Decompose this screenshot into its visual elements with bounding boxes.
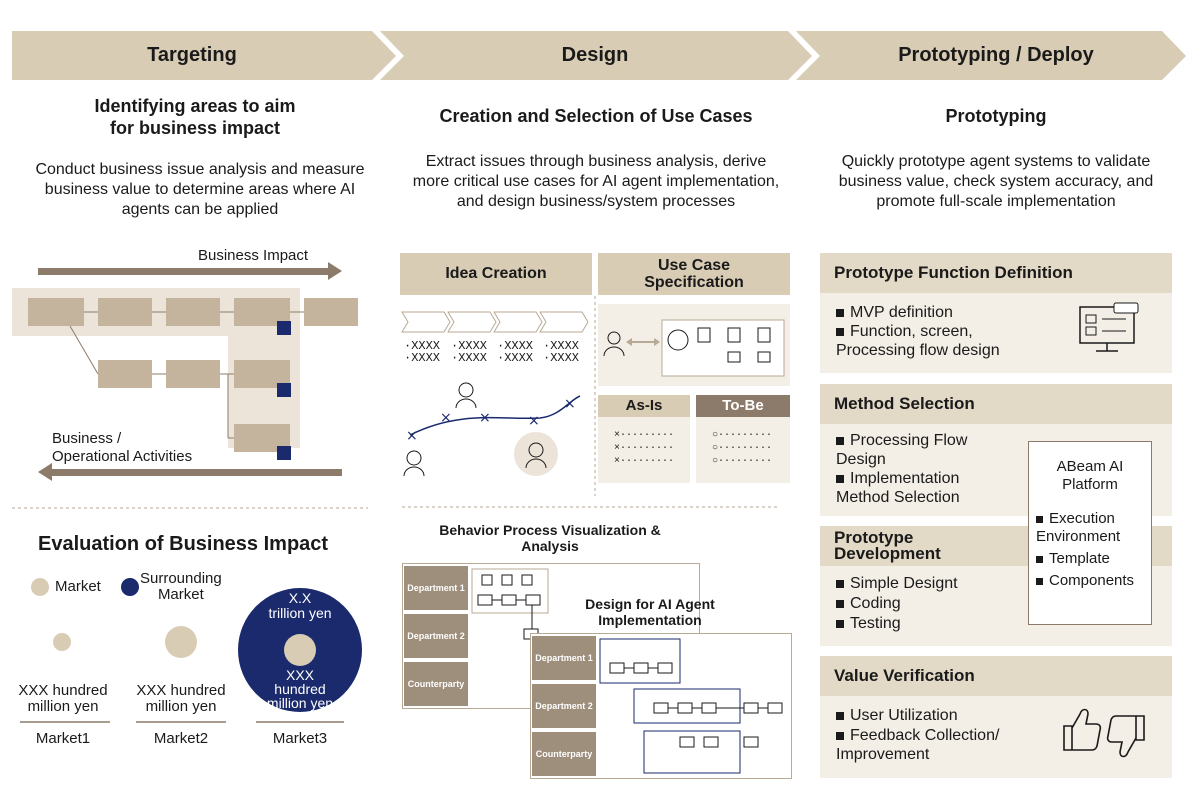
value-verification-title: Value Verification (820, 656, 1172, 696)
function-item: Function, screen, Processing flow design (836, 323, 1000, 359)
chevron-design (380, 31, 812, 80)
ai-design-title: Design for AI Agent Implementation (585, 596, 715, 628)
platform-box (1028, 441, 1152, 625)
market-chart (20, 578, 362, 723)
idea-item: ·XXXX (497, 339, 534, 353)
market2-name: Market2 (153, 730, 209, 747)
value-item: Feedback Collection/ Improvement (836, 727, 1000, 763)
idea-item: ·XXXX (497, 351, 534, 365)
stage-prototyping: Prototyping / Deploy (898, 44, 1094, 66)
monitor-icon (1079, 302, 1139, 352)
to-be-item: ○········· (712, 430, 773, 441)
section-divider (12, 507, 368, 509)
svg-text:×: × (479, 410, 491, 426)
platform-item: Components (1036, 572, 1134, 590)
idea-item: ·XXXX (451, 351, 488, 365)
market1-value: XXX hundred million yen (18, 682, 108, 715)
idea-item: ·XXXX (451, 339, 488, 353)
market2-value: XXX hundred million yen (136, 682, 226, 715)
design-heading: Creation and Selection of Use Cases (439, 106, 753, 126)
to-be-header: To-Be (696, 395, 790, 417)
ai-design-flow (599, 638, 783, 774)
development-item: Testing (836, 614, 901, 633)
as-is-item: ×········· (614, 443, 675, 454)
as-is-header: As-Is (598, 395, 690, 417)
chevron-prototyping (796, 31, 1186, 80)
evaluation-title: Evaluation of Business Impact (38, 533, 329, 555)
use-case-diagram (603, 319, 785, 377)
platform-title: ABeam AI Platform (1056, 458, 1124, 493)
method-item: Implementation Method Selection (836, 470, 960, 506)
prototyping-heading: Prototyping (945, 106, 1047, 126)
idea-item: ·XXXX (404, 339, 441, 353)
business-flow-diagram (12, 262, 358, 481)
as-is-item: ×········· (614, 456, 675, 467)
legend-surrounding-dot (121, 578, 139, 596)
value-verification-panel (820, 696, 1172, 778)
platform-item: Template (1036, 550, 1110, 568)
to-be-panel (696, 417, 790, 483)
idea-item: ·XXXX (543, 339, 580, 353)
market3-circle (284, 634, 316, 666)
legend-surrounding-label: Surrounding Market (140, 570, 222, 603)
targeting-heading: Identifying areas to aim for business im… (94, 96, 296, 138)
activities-label: Business / Operational Activities (52, 430, 193, 465)
as-is-item: ×········· (614, 430, 675, 441)
dept-label: Department 2 (532, 684, 596, 728)
dept-label: Department 1 (532, 636, 596, 680)
market3-value: XXX hundred million yen (266, 667, 334, 711)
platform-item: Execution Environment (1036, 510, 1121, 545)
svg-text:×: × (564, 396, 576, 412)
method-selection-title: Method Selection (820, 384, 1172, 424)
thumbs-up-icon (1063, 708, 1102, 751)
development-item: Coding (836, 594, 901, 613)
development-item: Simple Designt (836, 574, 958, 593)
design-description: Extract issues through business analysis… (412, 153, 780, 210)
thumbs-down-icon (1106, 715, 1145, 758)
svg-text:×: × (406, 428, 418, 444)
prototyping-description: Quickly prototype agent systems to valid… (838, 153, 1154, 210)
stage-design: Design (561, 44, 629, 66)
value-item: User Utilization (836, 706, 958, 725)
targeting-description: Conduct business issue analysis and meas… (35, 161, 365, 218)
market3-surrounding-value: X.X trillion yen (268, 590, 332, 621)
as-is-panel (598, 417, 690, 483)
section-divider (402, 506, 778, 508)
method-item: Processing Flow Design (836, 432, 968, 468)
dept-label: Department 1 (404, 566, 468, 610)
business-impact-label: Business Impact (198, 247, 309, 264)
idea-item: ·XXXX (543, 351, 580, 365)
svg-text:×: × (440, 410, 452, 426)
stage-targeting: Targeting (147, 44, 237, 66)
idea-creation-header: Idea Creation (400, 253, 592, 295)
market1-circle (53, 633, 71, 651)
to-be-item: ○········· (712, 456, 773, 467)
chevron-targeting (12, 31, 396, 80)
dept-label: Counterparty (404, 662, 468, 706)
stage-chevrons (12, 31, 1186, 80)
function-definition-title: Prototype Function Definition (820, 253, 1172, 293)
to-be-item: ○········· (712, 443, 773, 454)
legend-market-label: Market (55, 578, 101, 595)
market1-name: Market1 (35, 730, 91, 747)
market2-circle (165, 626, 197, 658)
function-item: MVP definition (836, 303, 953, 322)
market3-name: Market3 (272, 730, 328, 747)
dept-label: Department 2 (404, 614, 468, 658)
idea-item: ·XXXX (404, 351, 441, 365)
idea-creation-diagram: × × × × × (401, 311, 589, 477)
dept-label: Counterparty (532, 732, 596, 776)
legend-market-dot (31, 578, 49, 596)
behavior-title: Behavior Process Visualization & Analysi… (439, 522, 661, 554)
svg-text:×: × (528, 413, 540, 429)
use-case-spec-header: Use Case Specification (598, 253, 790, 295)
